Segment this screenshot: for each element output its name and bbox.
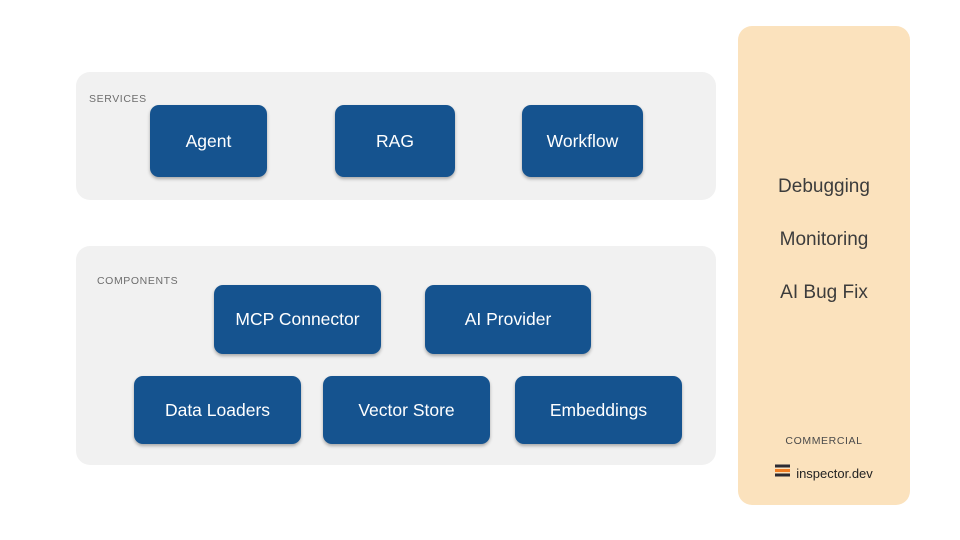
brand-lockup[interactable]: inspector.dev [738, 463, 910, 483]
node-data-loaders[interactable]: Data Loaders [134, 376, 301, 444]
commercial-feature-debugging[interactable]: Debugging [778, 176, 870, 197]
node-vector-store[interactable]: Vector Store [323, 376, 490, 444]
stacked-bars-logo-icon [775, 463, 791, 483]
node-embeddings[interactable]: Embeddings [515, 376, 682, 444]
node-ai-provider[interactable]: AI Provider [425, 285, 591, 354]
brand-name-label: inspector.dev [796, 465, 873, 481]
node-mcp-connector[interactable]: MCP Connector [214, 285, 381, 354]
commercial-feature-monitoring[interactable]: Monitoring [779, 229, 869, 250]
services-group-label: SERVICES [89, 93, 147, 105]
commercial-feature-list: Debugging Monitoring AI Bug Fix [738, 176, 910, 335]
commercial-caption-label: COMMERCIAL [785, 435, 863, 447]
node-agent[interactable]: Agent [150, 105, 267, 177]
node-rag[interactable]: RAG [335, 105, 455, 177]
node-workflow[interactable]: Workflow [522, 105, 643, 177]
commercial-feature-ai-bug-fix[interactable]: AI Bug Fix [780, 282, 868, 303]
commercial-panel: Debugging Monitoring AI Bug Fix COMMERCI… [738, 26, 910, 505]
components-group-label: COMPONENTS [97, 275, 179, 287]
